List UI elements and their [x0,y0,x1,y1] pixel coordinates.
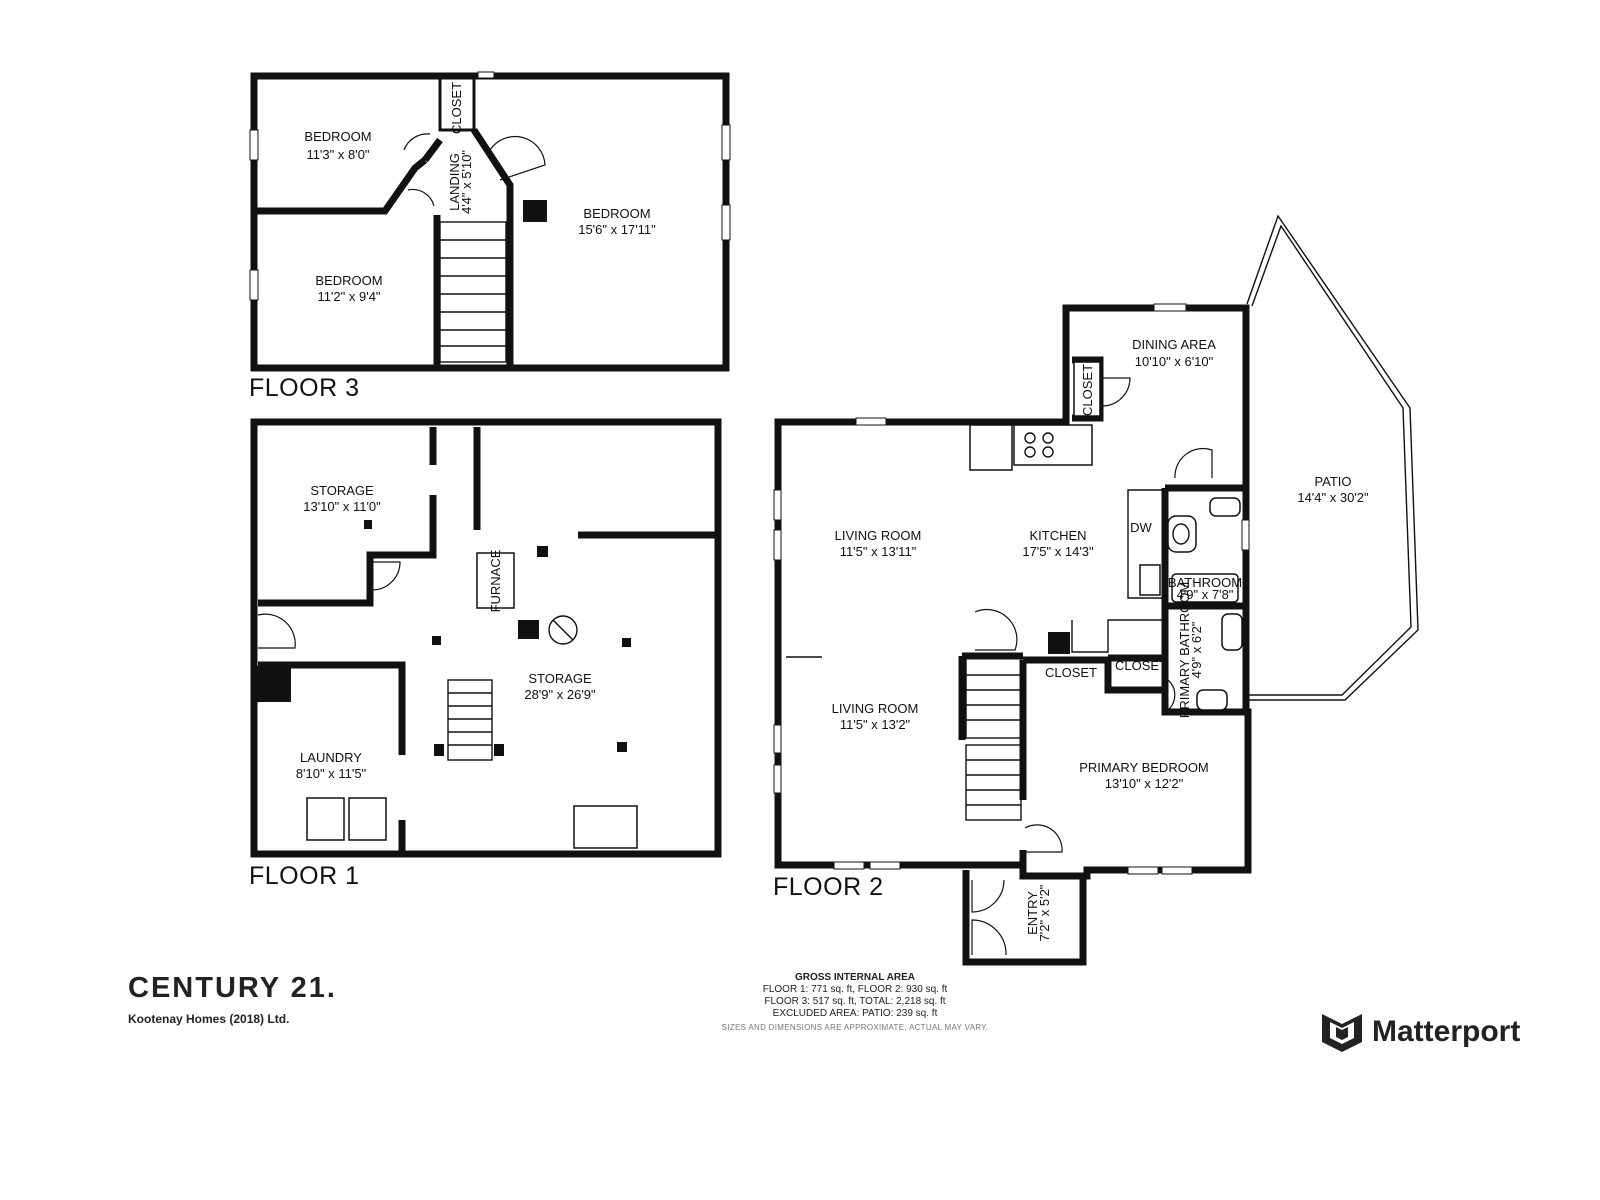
century21-sub-text: Kootenay Homes (2018) Ltd. [128,1012,290,1026]
f2-dw-label: DW [1130,520,1152,535]
floor-3-label: FLOOR 3 [249,374,359,402]
floor-2-plan: DINING AREA 10'10" x 6'10" CLOSET LIVING… [773,214,1419,966]
f2-primary-bedroom-dims: 13'10" x 12'2" [1105,776,1184,791]
f2-living-2-name: LIVING ROOM [832,701,919,716]
floor-3-plan: BEDROOM 11'3" x 8'0" BEDROOM 11'2" x 9'4… [249,71,731,402]
floor-1-plan: FURNACE STORAGE 13'10" x 11'0" STORAGE [249,418,722,890]
matterport-logo-text: Matterport [1372,1015,1521,1048]
f3-closet-name: CLOSET [449,82,464,134]
f1-storage-large-name: STORAGE [528,671,592,686]
f3-bedroom-3-dims: 15'6" x 17'11" [578,222,656,237]
f2-living-2-dims: 11'5" x 13'2" [840,717,911,732]
area-title: GROSS INTERNAL AREA [794,972,915,983]
furnace-label: FURNACE [488,549,503,612]
f1-laundry-name: LAUNDRY [300,750,362,765]
f3-landing-name: LANDING [447,153,462,211]
floor-1-outer-wall [250,418,722,858]
f1-storage-small-dims: 13'10" x 11'0" [303,499,381,514]
f2-entry-name: ENTRY [1025,891,1040,935]
floor-1-label: FLOOR 1 [249,862,359,890]
matterport-cube-icon [1322,1014,1362,1052]
f2-closet-small-name: CLOSET [1115,658,1167,673]
f2-living-1-name: LIVING ROOM [835,528,922,543]
area-line-2: FLOOR 3: 517 sq. ft, TOTAL: 2,218 sq. ft [764,996,946,1007]
f3-bedroom-2-name: BEDROOM [315,273,382,288]
f2-dining-name: DINING AREA [1132,337,1216,352]
f2-primary-bedroom-name: PRIMARY BEDROOM [1079,760,1209,775]
f2-closet-name: CLOSET [1045,665,1097,680]
f1-laundry-dims: 8'10" x 11'5" [296,766,367,781]
f2-bathroom-name: BATHROOM [1168,575,1242,590]
f2-bathroom-dims: 4'9" x 7'8" [1177,587,1234,602]
f2-dining-closet-name: CLOSET [1080,364,1095,416]
f3-bedroom-1-dims: 11'3" x 8'0" [306,147,369,162]
f3-bedroom-1-name: BEDROOM [304,129,371,144]
f2-kitchen-name: KITCHEN [1029,528,1086,543]
f3-bedroom-2-dims: 11'2" x 9'4" [317,289,380,304]
floor-2-label: FLOOR 2 [773,873,883,901]
f2-living-1-dims: 11'5" x 13'11" [840,544,917,559]
century21-logo-text: CENTURY 21. [128,972,337,1004]
area-disclaimer: SIZES AND DIMENSIONS ARE APPROXIMATE, AC… [721,1023,989,1032]
f3-bedroom-3-name: BEDROOM [583,206,650,221]
f1-storage-small-name: STORAGE [310,483,374,498]
gross-area-summary: GROSS INTERNAL AREA FLOOR 1: 771 sq. ft,… [700,972,1010,1034]
area-line-1: FLOOR 1: 771 sq. ft, FLOOR 2: 930 sq. ft [762,984,948,995]
f2-primary-bath-dims: 4'9" x 6'2" [1189,621,1204,678]
f2-entry-dims: 7'2" x 5'2" [1037,884,1052,941]
area-line-3: EXCLUDED AREA: PATIO: 239 sq. ft [772,1008,938,1019]
f2-patio-dims: 14'4" x 30'2" [1297,490,1369,505]
f3-landing-dims: 4'4" x 5'10" [459,150,474,214]
f2-primary-bath-name: PRIMARY BATHROOM [1177,582,1192,719]
f2-dining-dims: 10'10" x 6'10" [1135,354,1214,369]
f1-storage-large-dims: 28'9" x 26'9" [524,687,596,702]
f2-patio-name: PATIO [1314,474,1351,489]
f2-kitchen-dims: 17'5" x 14'3" [1022,544,1094,559]
